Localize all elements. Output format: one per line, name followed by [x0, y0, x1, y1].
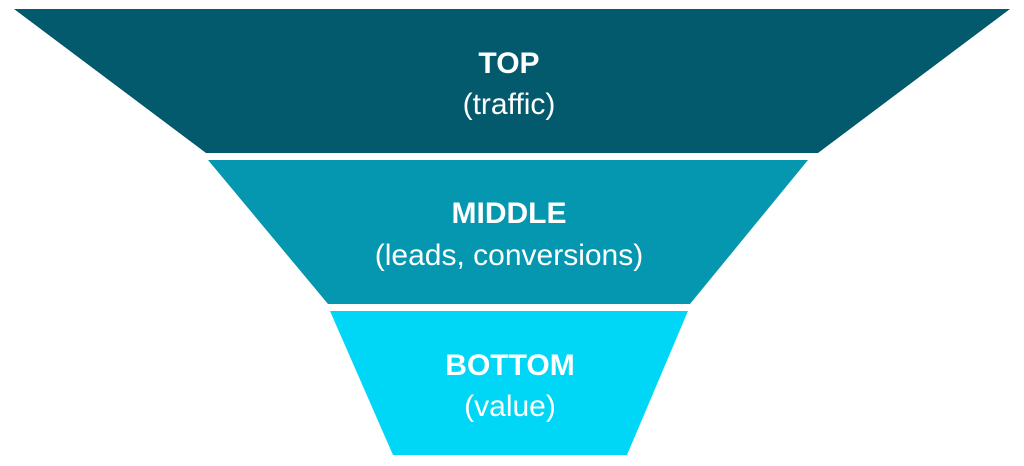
- funnel-stage-middle: MIDDLE (leads, conversions): [208, 160, 808, 304]
- funnel-stage-top-title: TOP: [478, 47, 539, 80]
- funnel-stage-top-subtitle: (traffic): [463, 88, 556, 121]
- funnel-stage-bottom-title: BOTTOM: [445, 349, 574, 382]
- funnel-stage-middle-title: MIDDLE: [452, 197, 567, 230]
- funnel-stage-bottom-subtitle: (value): [464, 390, 556, 423]
- funnel-stage-bottom: BOTTOM (value): [330, 311, 688, 455]
- funnel-stage-top-shape: [14, 9, 1010, 153]
- funnel-stage-bottom-shape: [330, 311, 688, 455]
- funnel-stage-middle-subtitle: (leads, conversions): [375, 239, 643, 272]
- funnel-stage-top: TOP (traffic): [14, 9, 1010, 153]
- funnel-stage-middle-shape: [208, 160, 808, 304]
